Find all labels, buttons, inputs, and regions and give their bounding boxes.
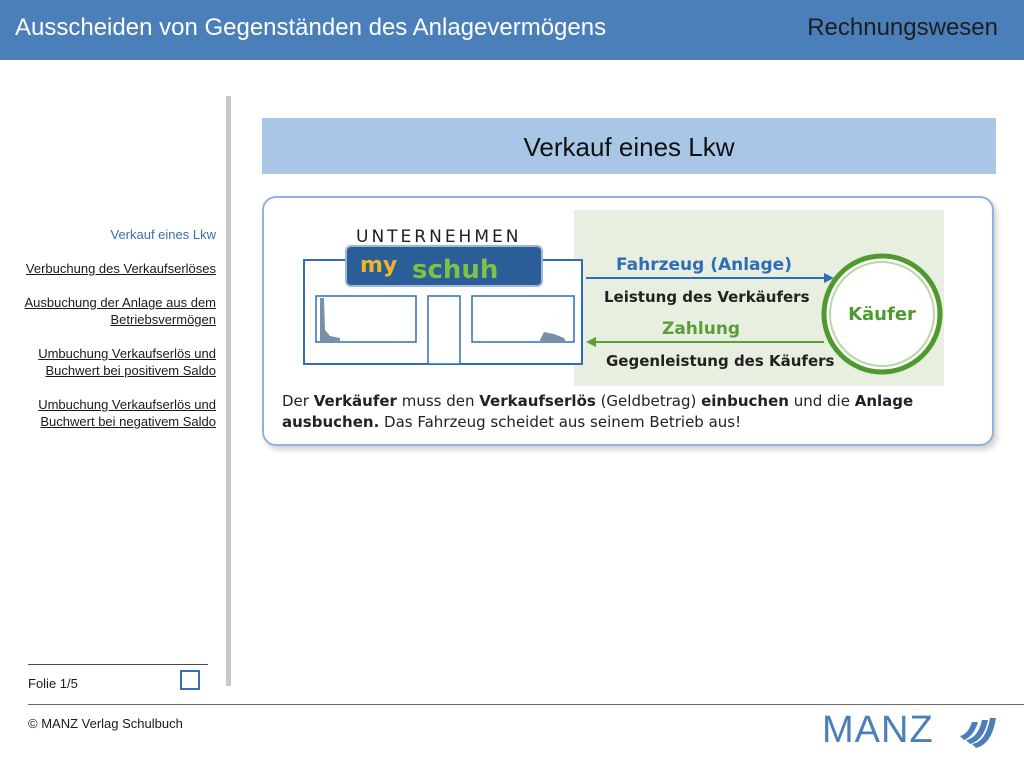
logo-schuh: schuh: [412, 255, 498, 285]
caption-text: muss den: [397, 392, 479, 410]
logo-my: my: [360, 253, 397, 278]
nav-item-ausbuchung[interactable]: Ausbuchung der Anlage aus dem Betriebsve…: [24, 295, 216, 327]
caption-text: (Geldbetrag): [596, 392, 701, 410]
subject-label: Rechnungswesen: [807, 14, 998, 41]
header-bar: Ausscheiden von Gegenständen des Anlagev…: [0, 0, 1024, 60]
arrow-top-label: Fahrzeug (Anlage): [616, 255, 792, 275]
shop-door: [427, 295, 461, 365]
company-heading: UNTERNEHMEN: [356, 227, 521, 247]
caption-text: Das Fahrzeug scheidet aus seinem Betrieb…: [379, 413, 741, 431]
copyright-notice: © MANZ Verlag Schulbuch: [28, 716, 183, 731]
slide-title-bar: Verkauf eines Lkw: [262, 118, 996, 174]
sale-illustration-svg: UNTERNEHMEN my schuh Fahrzeug (Anlage) L…: [282, 210, 944, 431]
arrow-to-buyer-head: [824, 273, 834, 283]
sale-illustration: UNTERNEHMEN my schuh Fahrzeug (Anlage) L…: [262, 196, 994, 446]
arrow-bottom-label: Zahlung: [662, 319, 740, 339]
nav-item-umbuchung-positiv[interactable]: Umbuchung Verkaufserlös und Buchwert bei…: [38, 346, 216, 378]
page-title: Ausscheiden von Gegenständen des Anlagev…: [15, 14, 607, 41]
sidebar-divider: [226, 96, 231, 686]
nav-item-verkauf[interactable]: Verkauf eines Lkw: [110, 227, 216, 242]
arrow-top-sub: Leistung des Verkäufers: [604, 288, 810, 306]
buyer-label: Käufer: [848, 304, 916, 325]
shop-window-right: [471, 295, 575, 343]
arrow-bottom-sub: Gegenleistung des Käufers: [606, 352, 835, 370]
slide-navigation: Verkauf eines Lkw Verbuchung des Verkauf…: [20, 226, 216, 447]
caption-text: und die: [789, 392, 855, 410]
nav-item-umbuchung-negativ[interactable]: Umbuchung Verkaufserlös und Buchwert bei…: [38, 397, 216, 429]
buyer-circle-inner: [829, 261, 935, 367]
footer-divider: [28, 704, 1024, 705]
shoe-icon: [540, 332, 566, 342]
boot-icon: [320, 298, 340, 342]
caption-text: Der: [282, 392, 314, 410]
caption-bold: Anlage: [855, 392, 913, 410]
caption-line-2: ausbuchen. Das Fahrzeug scheidet aus sei…: [282, 413, 741, 431]
manz-logo: MANZ: [822, 709, 996, 748]
slide-number: Folie 1/5: [28, 676, 78, 691]
home-button[interactable]: [180, 670, 200, 690]
myschuh-logo: [345, 245, 543, 287]
caption-bold: einbuchen: [701, 392, 789, 410]
manz-wave-icon: [960, 718, 996, 748]
caption-line-1: Der Verkäufer muss den Verkaufserlös (Ge…: [282, 392, 913, 410]
caption-bold: ausbuchen.: [282, 413, 379, 431]
buyer-circle: [821, 253, 943, 375]
manz-logo-text: MANZ: [822, 709, 934, 748]
shop-window-left: [315, 295, 417, 343]
slide-title: Verkauf eines Lkw: [523, 132, 735, 162]
arrow-to-seller-head: [586, 337, 596, 347]
folio-divider: [28, 664, 208, 665]
nav-item-verbuchung[interactable]: Verbuchung des Verkaufserlöses: [25, 261, 216, 276]
caption-bold: Verkaufserlös: [479, 392, 596, 410]
caption-bold: Verkäufer: [314, 392, 398, 410]
